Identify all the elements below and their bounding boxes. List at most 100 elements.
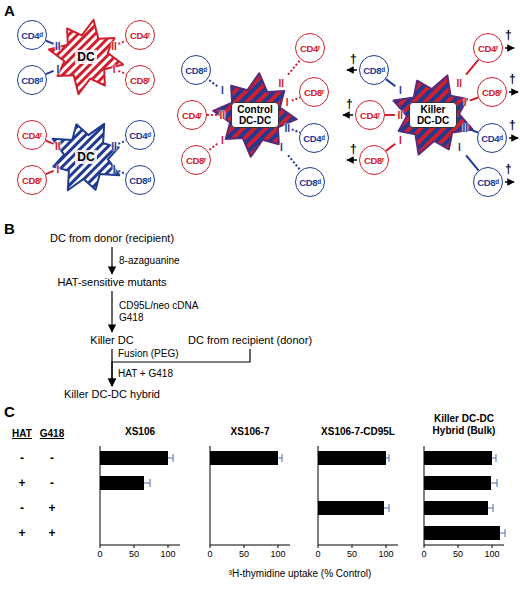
mhc-contact	[466, 155, 478, 170]
edge-label: I	[221, 134, 224, 145]
table-cell: +	[48, 526, 55, 540]
dc-label: Killer DC-DC	[409, 102, 457, 128]
t-cell-circle: CD8ᵈ	[125, 165, 155, 195]
step-text: DC from recipient (donor)	[170, 334, 330, 347]
tick-label: 0	[207, 549, 212, 560]
t-cell-circle: CD8ᵈ	[17, 65, 47, 95]
step-reagent: HAT + G418	[118, 368, 173, 380]
mhc-contact	[466, 60, 478, 75]
cell-label: CD8ʳ	[22, 175, 42, 186]
step-reagent: 8-azaguanine	[119, 255, 180, 267]
cell-label: CD4ᵈ	[481, 133, 503, 144]
t-cell-circle: CD8ʳ	[359, 145, 389, 175]
mhc-contact	[118, 41, 126, 44]
table-cell: +	[48, 501, 55, 515]
flow-arrow	[111, 247, 112, 274]
flow-step: HAT-sensitive mutants	[27, 276, 197, 289]
t-cell-circle: CD4ʳ	[125, 20, 155, 50]
table-cell: -	[50, 476, 54, 490]
cell-label: CD4ʳ	[130, 30, 150, 41]
death-dagger: †	[346, 97, 353, 111]
tick-label: 100	[484, 549, 499, 560]
table-cell: -	[20, 501, 24, 515]
mhc-contact	[288, 60, 300, 75]
chart-bars	[100, 451, 500, 540]
t-cell-circle: CD4ʳ	[17, 120, 47, 150]
t-cell-circle: CD8ʳ	[477, 77, 507, 107]
edge-label: I	[56, 63, 59, 74]
tick-label: 0	[97, 549, 102, 560]
t-cell-circle: CD4ʳ	[355, 100, 385, 130]
t-cell-circle: CD8ᵈ	[359, 55, 389, 85]
t-cell-circle: CD4ʳ	[473, 33, 503, 63]
death-dagger: †	[350, 52, 357, 66]
dc-body	[213, 73, 297, 157]
death-dagger: †	[509, 72, 516, 86]
step-text: Killer DC-DC hybrid	[27, 388, 197, 401]
cell-label: CD4ʳ	[360, 110, 380, 121]
cell-label: CD8ʳ	[482, 87, 502, 98]
edge-label: II	[55, 140, 61, 151]
edge-label: I	[399, 85, 402, 96]
t-cell-circle: CD4ᵈ	[299, 123, 329, 153]
table-cell: -	[50, 451, 54, 465]
tick-label: 100	[270, 549, 285, 560]
table-cell: +	[18, 526, 25, 540]
cell-label: CD8ᵈ	[299, 177, 321, 188]
dendritic-cell: DC	[60, 33, 112, 81]
edge-label: II	[111, 140, 117, 151]
cell-label: CD4ʳ	[22, 130, 42, 141]
step-text: Killer DC	[67, 334, 157, 347]
chart-title: XS106	[125, 426, 155, 438]
t-cell-circle: CD8ʳ	[17, 165, 47, 195]
death-dagger: †	[350, 142, 357, 156]
tick-label: 0	[421, 549, 426, 560]
tick-label: 100	[160, 549, 175, 560]
mhc-contact	[208, 144, 217, 151]
dc-body	[394, 76, 473, 155]
flow-arrow	[112, 349, 250, 386]
cell-label: CD4ᵈ	[21, 30, 43, 41]
panel-letter: A	[4, 2, 15, 19]
t-cell-circle: CD4ʳ	[177, 100, 207, 130]
column-header: HAT	[12, 428, 32, 440]
panel-letter: B	[4, 220, 15, 237]
edge-label: II	[55, 40, 61, 51]
t-cell-circle: CD4ᵈ	[125, 120, 155, 150]
dendritic-cell: Control DC-DC	[225, 87, 285, 143]
cell-label: CD8ʳ	[130, 75, 150, 86]
error-bars	[144, 454, 505, 537]
edge-label: II	[279, 77, 285, 88]
edge-label: I	[286, 97, 289, 108]
mhc-contact	[470, 97, 478, 100]
mhc-contact	[386, 144, 395, 151]
mhc-contact	[46, 71, 54, 74]
edge-label: II	[284, 122, 290, 133]
t-cell-circle: CD4ʳ	[295, 33, 325, 63]
cell-label: CD8ᵈ	[363, 65, 385, 76]
flow-step: DC from donor (recipient)	[27, 232, 197, 245]
mhc-contact	[118, 141, 126, 144]
t-cell-circle: CD8ʳ	[299, 77, 329, 107]
mhc-contact	[292, 97, 300, 100]
edge-label: II	[462, 122, 468, 133]
chart-title: XS106-7-CD95L	[321, 426, 395, 438]
column-header: G418	[40, 428, 64, 440]
step-text: HAT-sensitive mutants	[27, 276, 197, 289]
dc-body	[49, 20, 123, 94]
table-cell: -	[20, 451, 24, 465]
death-dagger: †	[509, 118, 516, 132]
chart-title: XS106-7	[231, 426, 270, 438]
edge-label: I	[464, 97, 467, 108]
cell-label: CD4ᵈ	[303, 133, 325, 144]
t-cell-circle: CD8ᵈ	[181, 55, 211, 85]
death-dagger: †	[505, 162, 512, 176]
mhc-contact	[46, 141, 54, 144]
edge-label: I	[113, 63, 116, 74]
tick-label: 50	[453, 549, 463, 560]
axis-title: ³H-thymidine uptake (% Control)	[229, 568, 372, 580]
cell-label: CD8ʳ	[186, 155, 206, 166]
edge-label: I	[280, 142, 283, 153]
table-cell: +	[18, 476, 25, 490]
flow-step: DC from recipient (donor)	[170, 334, 330, 347]
